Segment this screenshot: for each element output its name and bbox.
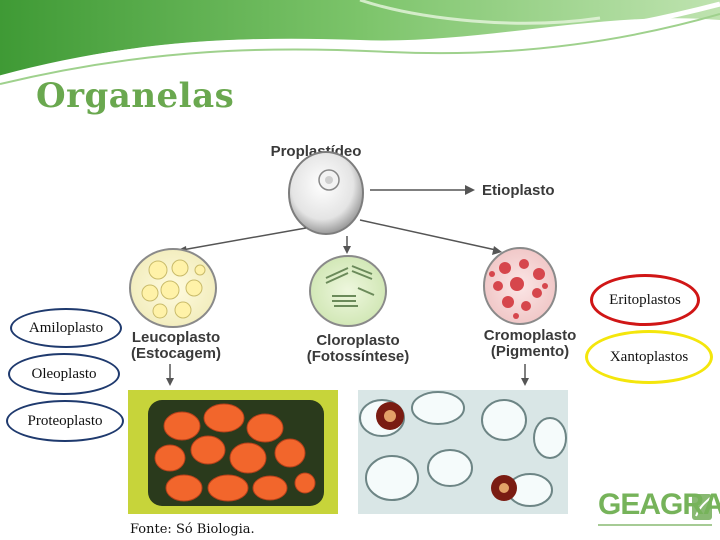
- leucoplast-role: (Estocagem): [131, 345, 221, 362]
- proplastid-cell: [288, 151, 364, 235]
- chromoplast-micrograph: [358, 390, 568, 514]
- leucoplast-label: Leucoplasto: [132, 329, 220, 346]
- source-note: Fonte: Só Biologia.: [130, 522, 255, 537]
- xanthoplast-callout: Xantoplastos: [585, 330, 713, 384]
- photo-arrows: [166, 364, 529, 386]
- chloroplast-cell: [309, 255, 387, 327]
- etioplast-label: Etioplasto: [482, 182, 555, 199]
- erythroplast-callout: Eritoplastos: [590, 274, 700, 326]
- slide-title: Organelas: [36, 76, 235, 116]
- amyloplast-callout: Amiloplasto: [10, 308, 122, 348]
- leucoplast-cell: [129, 248, 217, 328]
- oleoplast-callout: Oleoplasto: [8, 353, 120, 395]
- geagra-logo: GEAGRA: [598, 488, 720, 534]
- chromoplast-role: (Pigmento): [491, 343, 569, 360]
- chromoplast-label: Cromoplasto: [484, 327, 577, 344]
- chloroplast-label: Cloroplasto: [316, 332, 399, 349]
- chromoplast-cell: [483, 247, 557, 325]
- geagra-logo-text: GEAGRA: [598, 488, 720, 521]
- leucoplast-micrograph: [128, 390, 338, 514]
- proteoplast-callout: Proteoplasto: [6, 400, 124, 442]
- header-decoration: [0, 0, 720, 85]
- chloroplast-role: (Fotossíntese): [307, 348, 410, 365]
- branch-arrows: [176, 219, 502, 255]
- plastid-diagram: Proplastídeo Etioplasto: [128, 143, 577, 514]
